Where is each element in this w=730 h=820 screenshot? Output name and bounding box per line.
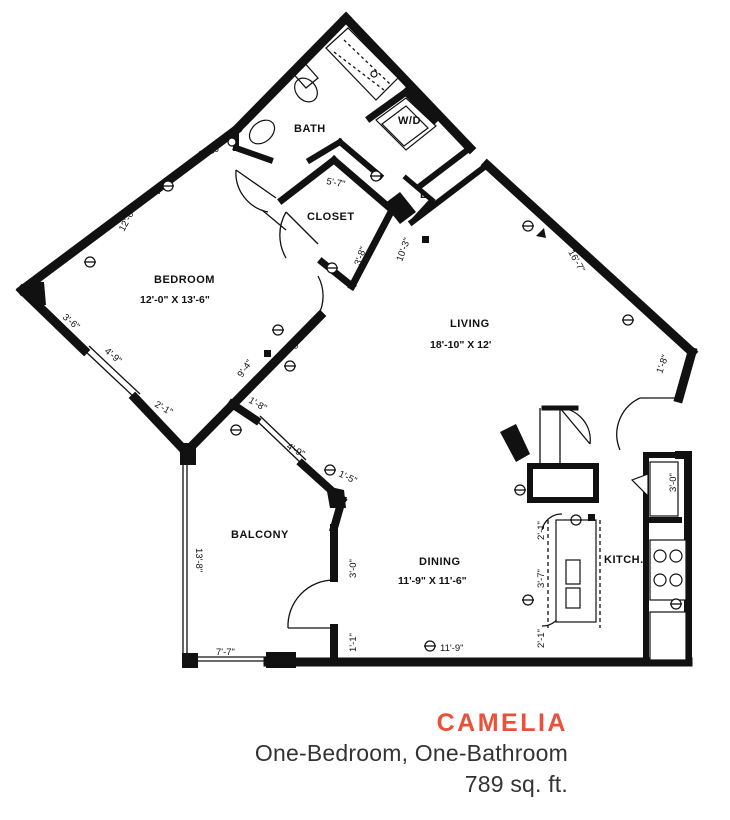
dim-4-9a: 4'-9" [102, 346, 124, 367]
unit-area: 789 sq. ft. [464, 771, 568, 797]
label-closet: CLOSET [307, 211, 355, 223]
dim-2-1c: 2'-1" [536, 629, 547, 648]
dim-1-1: 1'-1" [348, 633, 359, 652]
outlet-symbols [84, 170, 682, 652]
doors [235, 169, 679, 629]
dim-1-8a: 1'-8" [654, 353, 671, 375]
unit-type: One-Bedroom, One-Bathroom [254, 740, 568, 766]
room-labels: BATH W/D CLOSET L. BEDROOM 12'-0" X 13'-… [140, 115, 644, 587]
label-bedroom: BEDROOM [154, 274, 215, 286]
dim-1-5: 1'-5" [337, 469, 359, 487]
dim-2-1b: 2'-1" [536, 521, 547, 540]
label-living: LIVING [450, 318, 490, 330]
label-balcony: BALCONY [231, 529, 289, 541]
fixtures [227, 27, 687, 661]
dim-5-7: 5'-7" [325, 176, 346, 190]
label-bedroom-size: 12'-0" X 13'-6" [140, 294, 210, 306]
label-bath: BATH [294, 123, 326, 135]
plan-caption: CAMELIA One-Bedroom, One-Bathroom 789 sq… [255, 708, 568, 800]
label-wd: W/D [398, 115, 421, 127]
label-living-size: 18'-10" X 12' [430, 339, 491, 351]
floor-plan: BATH W/D CLOSET L. BEDROOM 12'-0" X 13'-… [15, 11, 699, 668]
windows [83, 345, 307, 662]
label-dining: DINING [419, 556, 461, 568]
dim-3-0b: 3'-0" [668, 473, 679, 492]
label-dining-size: 11'-9" X 11'-6" [398, 575, 467, 587]
dim-3-7: 3'-7" [536, 569, 547, 588]
label-kitchen: KITCH. [604, 554, 644, 566]
dim-9-4: 9'-4" [235, 358, 255, 380]
unit-name: CAMELIA [436, 709, 568, 737]
dim-2-10: 2'-10" [197, 142, 224, 161]
dim-11-9: 11'-9" [440, 643, 464, 654]
dim-7-7: 7'-7" [216, 647, 235, 658]
dim-10-3: 10'-3" [394, 237, 413, 264]
dim-3-0a: 3'-0" [348, 559, 359, 578]
wall-blocks [26, 192, 530, 668]
label-linen: L. [420, 189, 431, 201]
dim-13-8: 13'-8" [193, 548, 204, 572]
